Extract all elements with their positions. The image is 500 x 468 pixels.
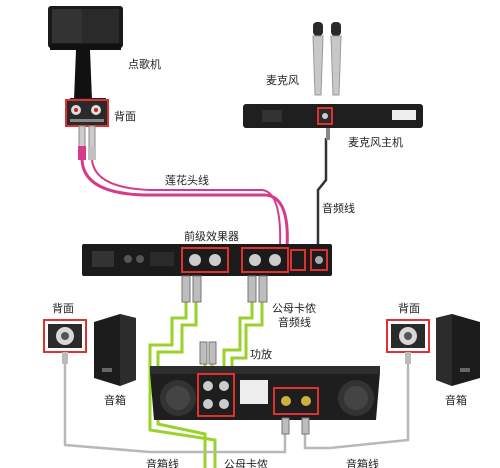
bottom-right-label: 音箱线: [346, 457, 379, 468]
bottom-left-label: 音箱线: [146, 457, 179, 468]
audio-cable-label: 音频线: [322, 201, 355, 215]
speaker-left: [94, 314, 136, 386]
karaoke-back-label: 背面: [114, 109, 136, 123]
rca-cable-label: 莲花头线: [165, 173, 209, 187]
xlr-cable-label-2: 音频线: [278, 315, 311, 329]
mic-host-receiver: [243, 104, 423, 140]
speaker-right: [436, 314, 480, 386]
rca-cable-2: [91, 159, 282, 249]
back-left-label: 背面: [52, 301, 74, 315]
karaoke-back-panel: [65, 99, 109, 127]
speaker-left-label: 音箱: [104, 393, 126, 407]
rca-plugs: [78, 125, 96, 160]
rca-cable: [80, 159, 289, 249]
speaker-cables: [63, 362, 410, 454]
microphones: [312, 22, 342, 96]
audio-cable: [316, 138, 328, 252]
power-amplifier: [150, 366, 380, 420]
preamp-effects-unit: [82, 244, 332, 276]
speaker-left-back-panel: [43, 319, 87, 364]
amp-label: 功放: [250, 347, 272, 361]
mic-host-label: 麦克风主机: [348, 135, 403, 149]
preamp-label: 前级效果器: [184, 229, 239, 243]
speaker-right-back-panel: [386, 319, 430, 364]
microphone-label: 麦克风: [266, 74, 299, 87]
karaoke-label: 点歌机: [128, 57, 161, 71]
back-right-label: 背面: [398, 301, 420, 315]
bottom-mid-label: 公母卡侬: [224, 458, 268, 468]
speaker-right-label: 音箱: [445, 393, 467, 407]
xlr-cables: [148, 280, 264, 468]
amp-speaker-plugs: [281, 417, 310, 435]
xlr-cable-label-1: 公母卡侬: [272, 302, 316, 315]
karaoke-machine: [48, 6, 123, 104]
xlr-connectors-top: [181, 275, 268, 365]
